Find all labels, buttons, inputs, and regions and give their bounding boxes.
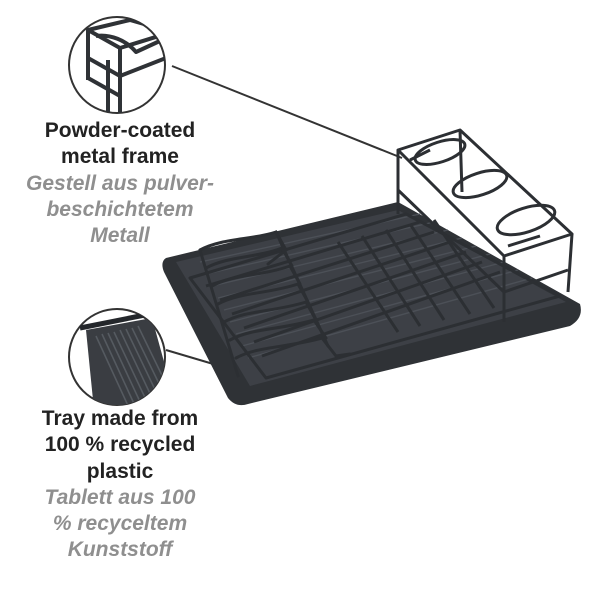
cutlery-holder [396,128,574,322]
frame-english-line1: Powder-coated [44,119,196,142]
frame-callout-text: Powder-coated metal frame Gestell aus pu… [0,118,240,249]
tray-german-line1: Tablett aus 100 [44,485,196,509]
frame-german-line1: Gestell aus pulver- [26,171,214,195]
tray-callout-text: Tray made from 100 % recycled plastic Ta… [0,406,240,564]
tray-german-line2: % recyceltem [52,512,188,535]
tray-english-line3: plastic [86,459,154,483]
frame-german-line3: Metall [90,224,150,247]
tray-german-line3: Kunststoff [67,538,173,562]
tray-english-line1: Tray made from [41,407,199,430]
plate-holder [198,230,352,378]
frame-leader-line [171,65,403,159]
tray-english-line2: 100 % recycled [44,433,196,457]
frame-zoom-circle [68,16,166,114]
frame-german-line2: beschichtetem [46,197,194,221]
frame-english-line2: metal frame [61,145,179,169]
